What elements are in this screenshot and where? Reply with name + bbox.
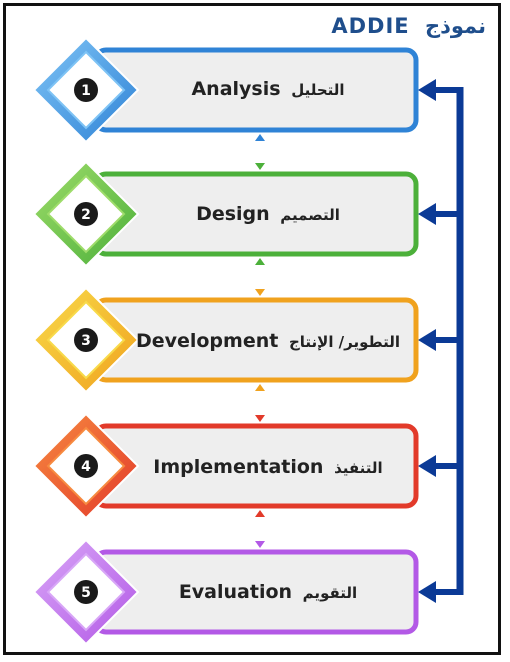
step-4-badge — [74, 454, 98, 478]
step-4-number: 4 — [81, 459, 91, 475]
title-english: ADDIE — [331, 14, 410, 38]
step-5-badge — [74, 580, 98, 604]
step-1-arabic: التحليل — [291, 81, 345, 99]
step-2-english: Design — [196, 203, 270, 225]
step-4-label: Implementation التنفيذ — [118, 456, 418, 478]
step-3-number: 3 — [81, 333, 91, 349]
diagram-title: نموذج ADDIE — [331, 14, 486, 38]
step-4-arabic: التنفيذ — [334, 459, 383, 477]
step-5-number: 5 — [81, 585, 91, 601]
step-3-badge — [74, 328, 98, 352]
step-5-english: Evaluation — [178, 581, 293, 603]
step-2-number: 2 — [81, 207, 91, 223]
step-2-badge — [74, 202, 98, 226]
step-4-english: Implementation — [153, 456, 324, 478]
step-3-english: Development — [135, 330, 279, 352]
step-2-label: Design التصميم — [118, 203, 418, 225]
title-arabic: نموذج — [424, 14, 486, 38]
step-2-arabic: التصميم — [280, 206, 340, 224]
step-1-label: Analysis التحليل — [118, 78, 418, 100]
step-1-number: 1 — [81, 83, 91, 99]
step-5-arabic: التقويم — [302, 584, 358, 602]
step-5-label: Evaluation التقويم — [118, 581, 418, 603]
step-1-badge — [74, 78, 98, 102]
step-3-arabic: التطوير/ الإنتاج — [288, 333, 401, 351]
step-3-label: Development التطوير/ الإنتاج — [118, 330, 418, 352]
step-1-english: Analysis — [191, 78, 281, 100]
